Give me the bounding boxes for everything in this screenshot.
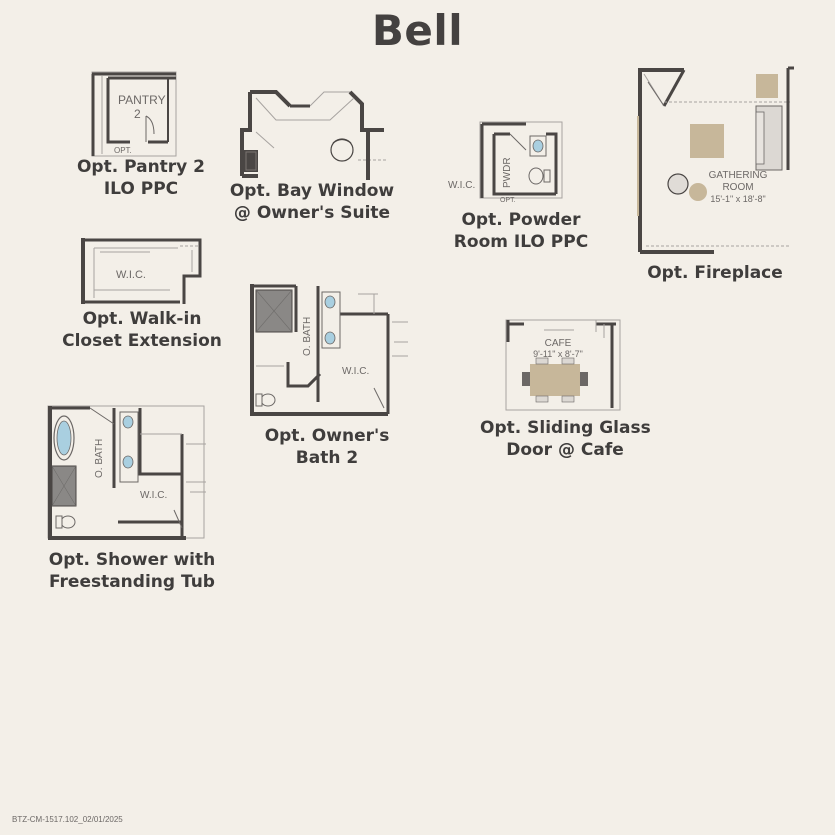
powder-caption-line2: Room ILO PPC [453,232,589,252]
powder-caption-line1: Opt. Powder [461,210,581,230]
cafe-caption: Opt. Sliding Glass Door @ Cafe [480,417,651,461]
pantry-caption-line1: Opt. Pantry 2 [76,157,206,177]
fireplace-plan: GATHERING ROOM 15'-1" x 18'-8" [634,66,794,258]
walkin-caption-line2: Closet Extension [62,331,222,351]
cafe-plan: CAFE 9'-11" x 8'-7" [504,318,624,412]
pantry-caption: Opt. Pantry 2 ILO PPC [66,156,216,200]
owners-bath-caption-line2: Bath 2 [295,448,359,468]
document-code: BTZ-CM-1517.102_02/01/2025 [12,815,123,824]
powder-room-label: PWDR [502,157,513,188]
powder-plan: W.I.C. PWDR OPT. [448,120,564,204]
powder-opt-note: OPT. [500,197,516,204]
shower-tub-wic-label: W.I.C. [140,490,167,501]
cafe-caption-line2: Door @ Cafe [506,440,624,460]
pantry-caption-line2: ILO PPC [103,179,179,199]
powder-caption: Opt. Powder Room ILO PPC [446,209,596,253]
cafe-caption-line1: Opt. Sliding Glass [480,418,651,438]
plan-title: Bell [371,6,464,55]
bay-window-caption: Opt. Bay Window @ Owner's Suite [222,180,402,224]
fireplace-caption: Opt. Fireplace [640,262,790,284]
bay-window-caption-line1: Opt. Bay Window [229,181,395,201]
pantry-room-number: 2 [134,107,141,121]
walkin-caption-line1: Opt. Walk-in [82,309,202,329]
owners-bath-plan: O. BATH W.I.C. [248,282,408,418]
owners-bath-caption: Opt. Owner's Bath 2 [252,425,402,469]
gathering-room-dims: 15'-1" x 18'-8" [710,194,765,204]
walkin-caption: Opt. Walk-in Closet Extension [60,308,224,352]
shower-tub-caption: Opt. Shower with Freestanding Tub [42,549,222,593]
bay-window-plan [238,88,386,180]
powder-wic-label: W.I.C. [448,180,475,191]
pantry-opt-note: OPT. [114,146,132,155]
fireplace-caption-line1: Opt. Fireplace [647,263,783,283]
shower-tub-caption-line1: Opt. Shower with [48,550,216,570]
shower-tub-plan: O. BATH W.I.C. [46,404,208,540]
owners-bath-wic-label: W.I.C. [342,366,369,377]
bay-window-caption-line2: @ Owner's Suite [233,203,391,223]
pantry-room-label: PANTRY [118,93,166,107]
walkin-room-label: W.I.C. [116,269,146,281]
gathering-room-label-2: ROOM [722,182,753,193]
shower-tub-bath-label: O. BATH [94,439,105,478]
cafe-room-dims: 9'-11" x 8'-7" [533,349,583,359]
owners-bath-caption-line1: Opt. Owner's [264,426,390,446]
shower-tub-caption-line2: Freestanding Tub [49,572,215,592]
walkin-plan: W.I.C. [80,236,204,306]
owners-bath-label: O. BATH [302,317,313,356]
pantry-plan: PANTRY 2 OPT. [90,70,180,160]
cafe-room-label: CAFE [545,338,572,349]
gathering-room-label-1: GATHERING [709,170,768,181]
